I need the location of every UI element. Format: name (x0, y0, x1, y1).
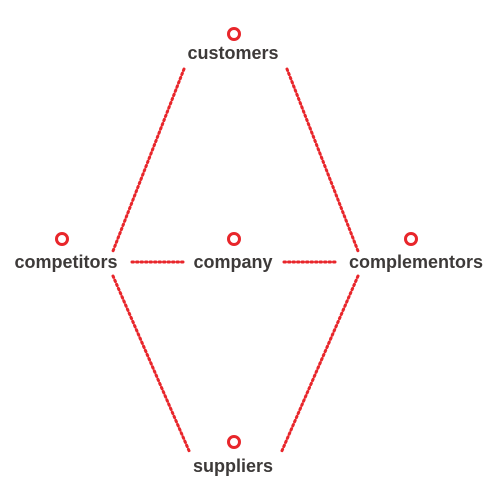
suppliers-node-marker-icon (227, 435, 241, 449)
edge-customers-competitors (111, 67, 186, 253)
edge-competitors-suppliers (111, 274, 192, 455)
edge-customers-complementors (285, 67, 360, 253)
company-label: company (193, 252, 273, 272)
customers-node-marker-icon (227, 27, 241, 41)
customers-label: customers (187, 43, 279, 63)
suppliers-label: suppliers (192, 456, 274, 476)
complementors-node-marker-icon (404, 232, 418, 246)
complementors-label: complementors (348, 252, 484, 272)
competitors-node-marker-icon (55, 232, 69, 246)
company-node-marker-icon (227, 232, 241, 246)
edge-complementors-suppliers (279, 274, 360, 455)
competitors-label: competitors (14, 252, 118, 272)
